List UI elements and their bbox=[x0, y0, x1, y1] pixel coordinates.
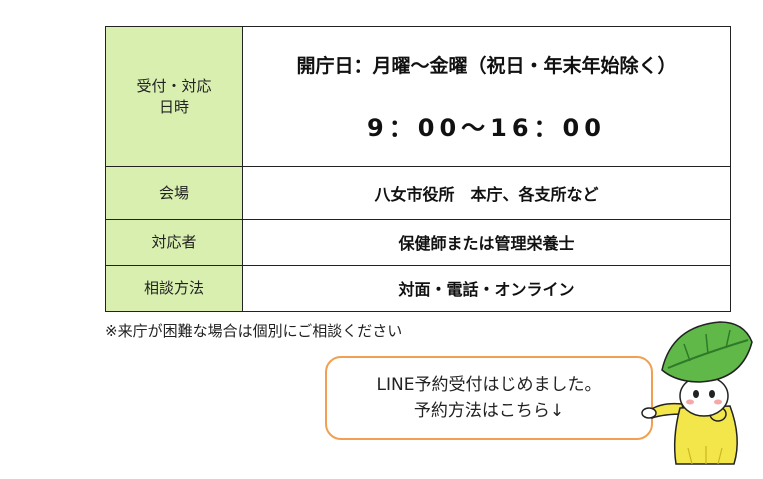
leaf-mascot-icon bbox=[632, 318, 757, 472]
staff-value: 保健師または管理栄養士 bbox=[242, 218, 731, 266]
table-row-method: 相談方法 対面・電話・オンライン bbox=[105, 264, 731, 313]
hours-value-cell: 開庁日：月曜～金曜（祝日・年末年始除く） 9：00～16：00 bbox=[242, 25, 731, 168]
callout-line1: LINE予約受付はじめました。 bbox=[376, 375, 602, 395]
table-row-hours: 受付・対応 日時 開庁日：月曜～金曜（祝日・年末年始除く） 9：00～16：00 bbox=[105, 25, 731, 168]
venue-value: 八女市役所 本庁、各支所など bbox=[242, 166, 731, 220]
hours-label-cell: 受付・対応 日時 bbox=[105, 25, 243, 168]
hours-label-line2: 日時 bbox=[158, 97, 189, 116]
open-hours-text: 9：00～16：00 bbox=[367, 113, 606, 142]
callout-line2: 予約方法はこちら↓ bbox=[413, 401, 565, 421]
hours-label-line1: 受付・対応 bbox=[136, 76, 212, 95]
method-value: 対面・電話・オンライン bbox=[242, 264, 731, 313]
venue-label: 会場 bbox=[105, 166, 243, 220]
method-label: 相談方法 bbox=[105, 264, 243, 313]
open-days-text: 開庁日：月曜～金曜（祝日・年末年始除く） bbox=[296, 54, 677, 77]
line-reservation-callout[interactable]: LINE予約受付はじめました。 予約方法はこちら↓ bbox=[325, 356, 653, 440]
staff-label: 対応者 bbox=[105, 218, 243, 266]
consultation-note: ※来庁が困難な場合は個別にご相談ください bbox=[105, 322, 403, 340]
consultation-info-table: 受付・対応 日時 開庁日：月曜～金曜（祝日・年末年始除く） 9：00～16：00… bbox=[105, 25, 731, 313]
table-row-venue: 会場 八女市役所 本庁、各支所など bbox=[105, 166, 731, 220]
table-row-staff: 対応者 保健師または管理栄養士 bbox=[105, 218, 731, 266]
